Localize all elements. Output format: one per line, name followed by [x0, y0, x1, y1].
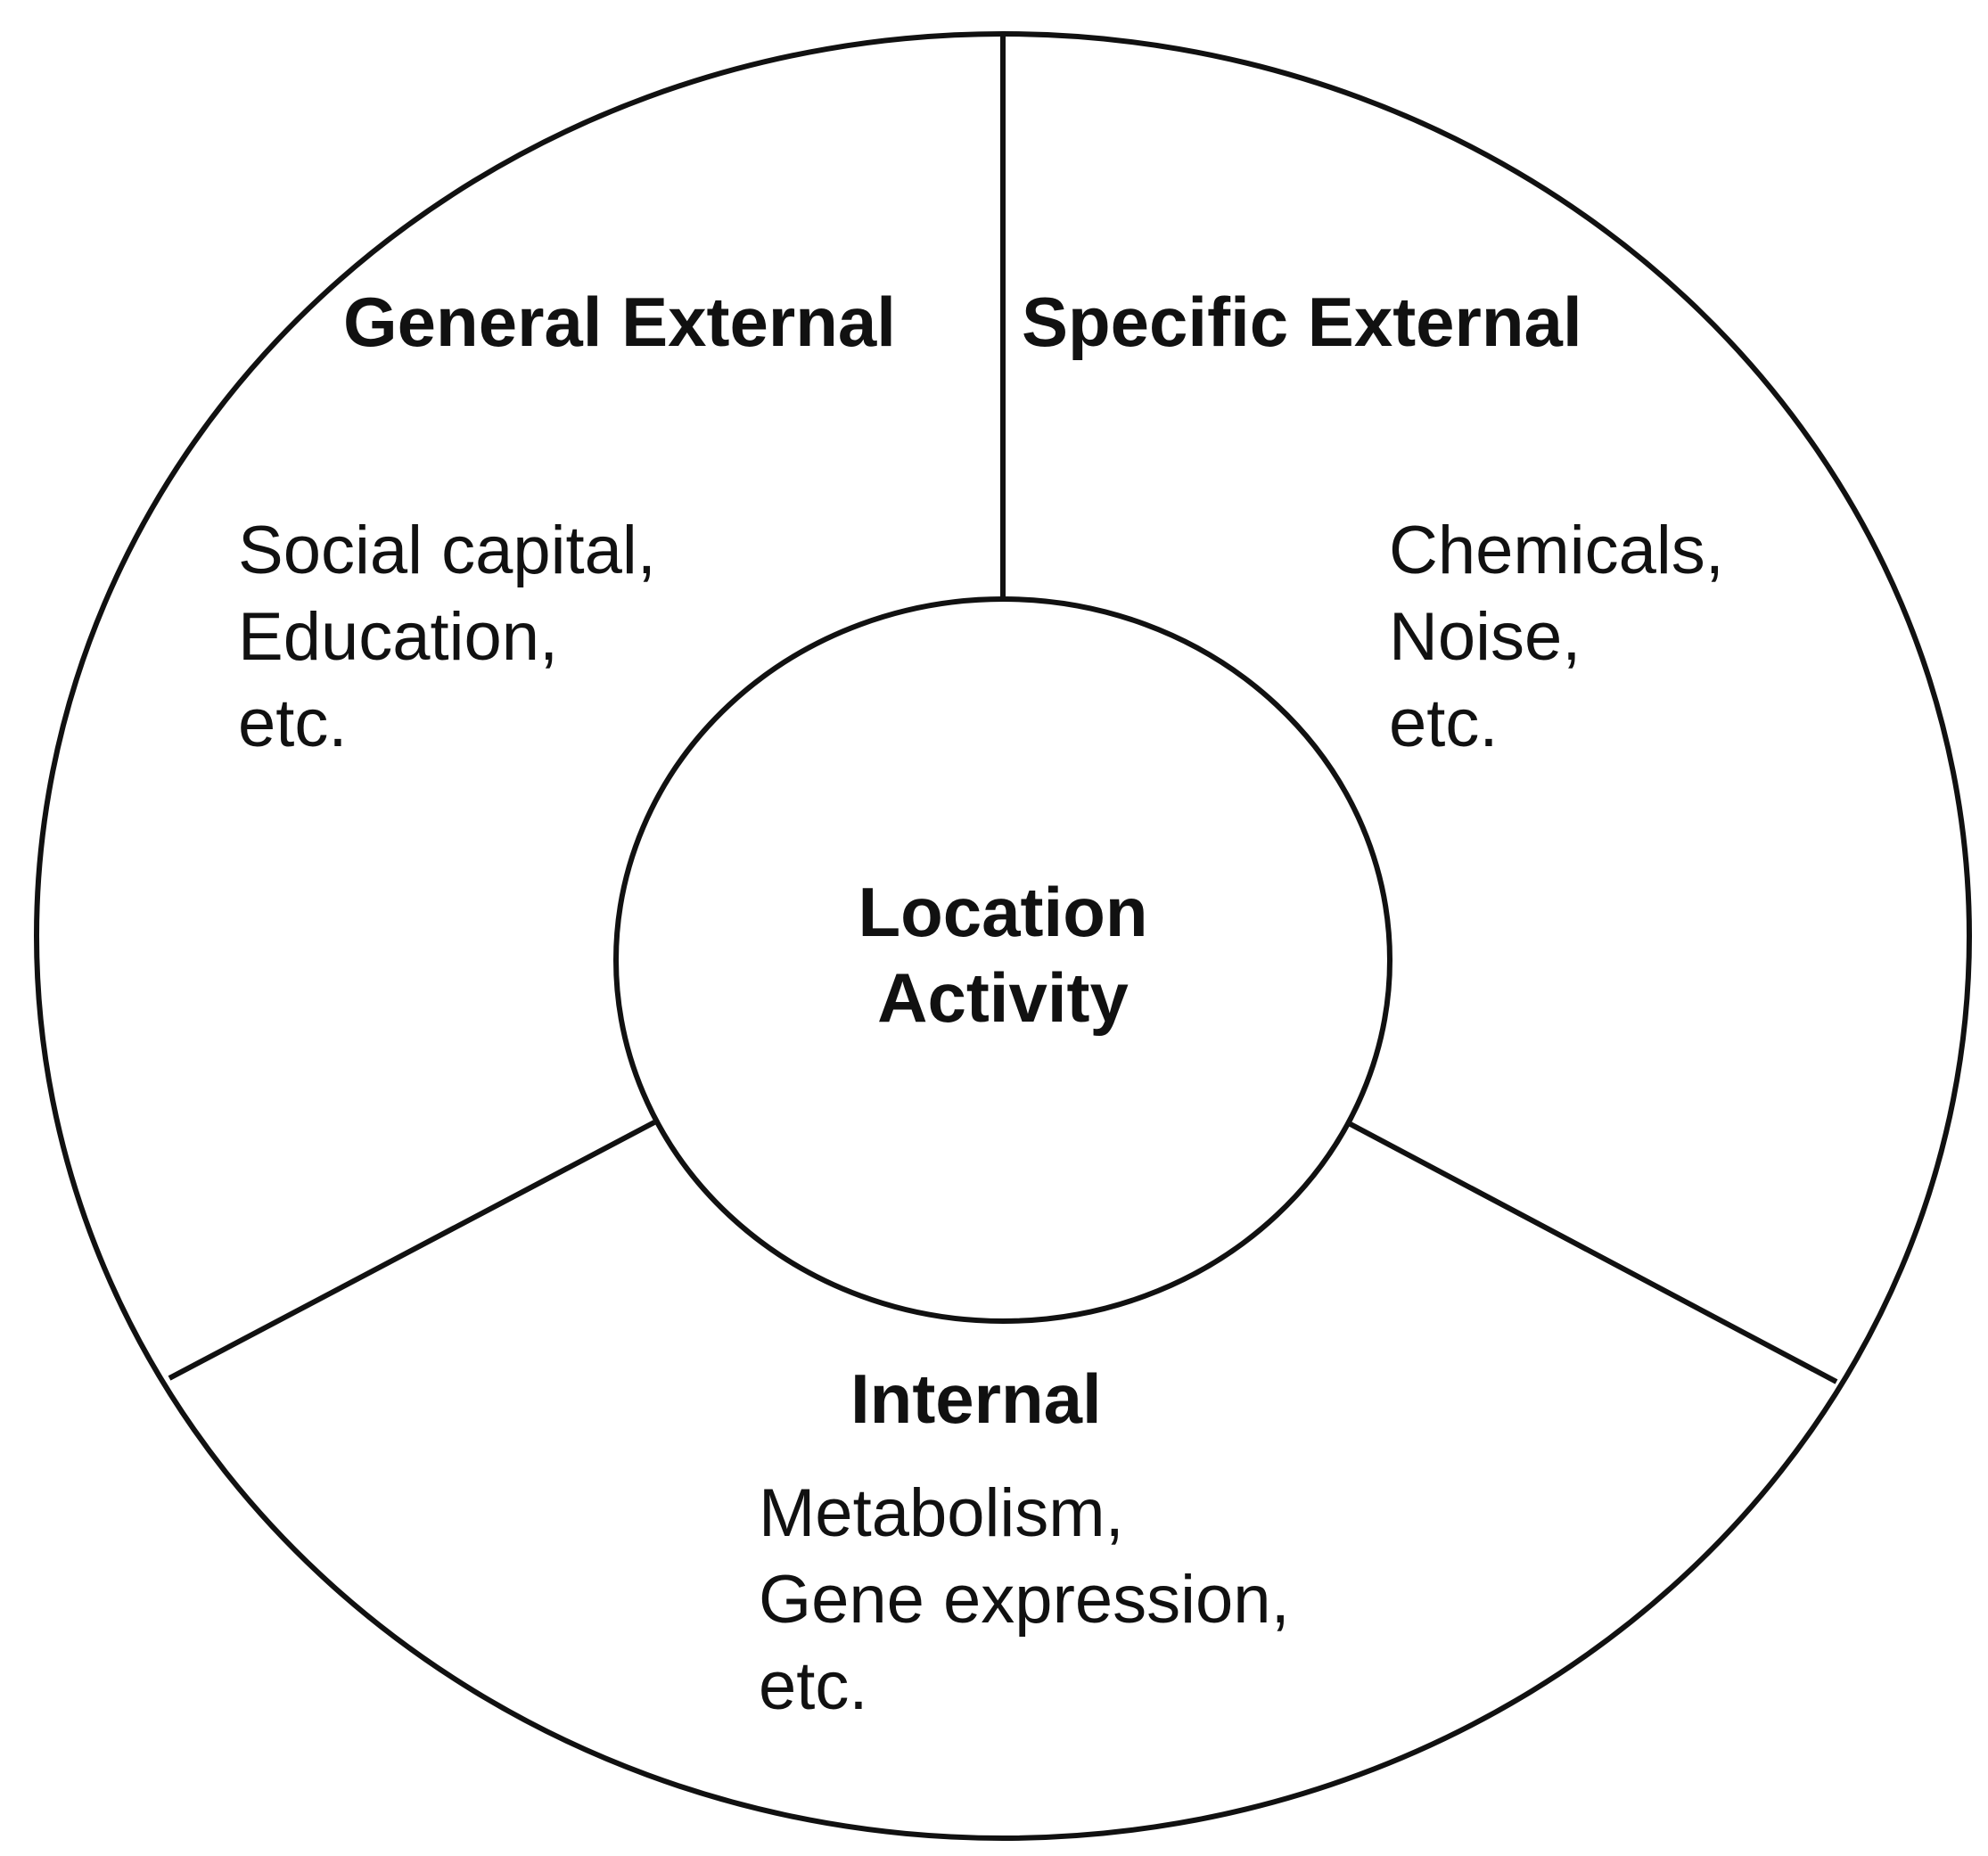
- internal-item: Gene expression,: [759, 1562, 1290, 1638]
- divider-lower-left: [168, 1120, 656, 1381]
- specific-external-title: Specific External: [1022, 283, 1582, 361]
- center-label: Location Activity: [780, 869, 1226, 1040]
- internal-title: Internal: [850, 1359, 1102, 1438]
- general-external-title: General External: [343, 283, 896, 361]
- general-external-item: Social capital,: [238, 513, 656, 588]
- general-external-item: Education,: [238, 599, 559, 675]
- general-external-items: Social capital, Education, etc.: [238, 507, 656, 767]
- specific-external-item: Chemicals,: [1389, 513, 1724, 588]
- specific-external-items: Chemicals, Noise, etc.: [1389, 507, 1724, 767]
- specific-external-item: Noise,: [1389, 599, 1581, 675]
- divider-lower-right: [1345, 1120, 1838, 1384]
- outer-ring: [34, 31, 1972, 1841]
- center-label-line: Location: [858, 873, 1148, 951]
- specific-external-item: etc.: [1389, 686, 1499, 761]
- internal-items: Metabolism, Gene expression, etc.: [759, 1470, 1290, 1729]
- center-label-line: Activity: [877, 958, 1129, 1037]
- general-external-item: etc.: [238, 686, 348, 761]
- internal-item: etc.: [759, 1648, 868, 1724]
- internal-item: Metabolism,: [759, 1475, 1124, 1551]
